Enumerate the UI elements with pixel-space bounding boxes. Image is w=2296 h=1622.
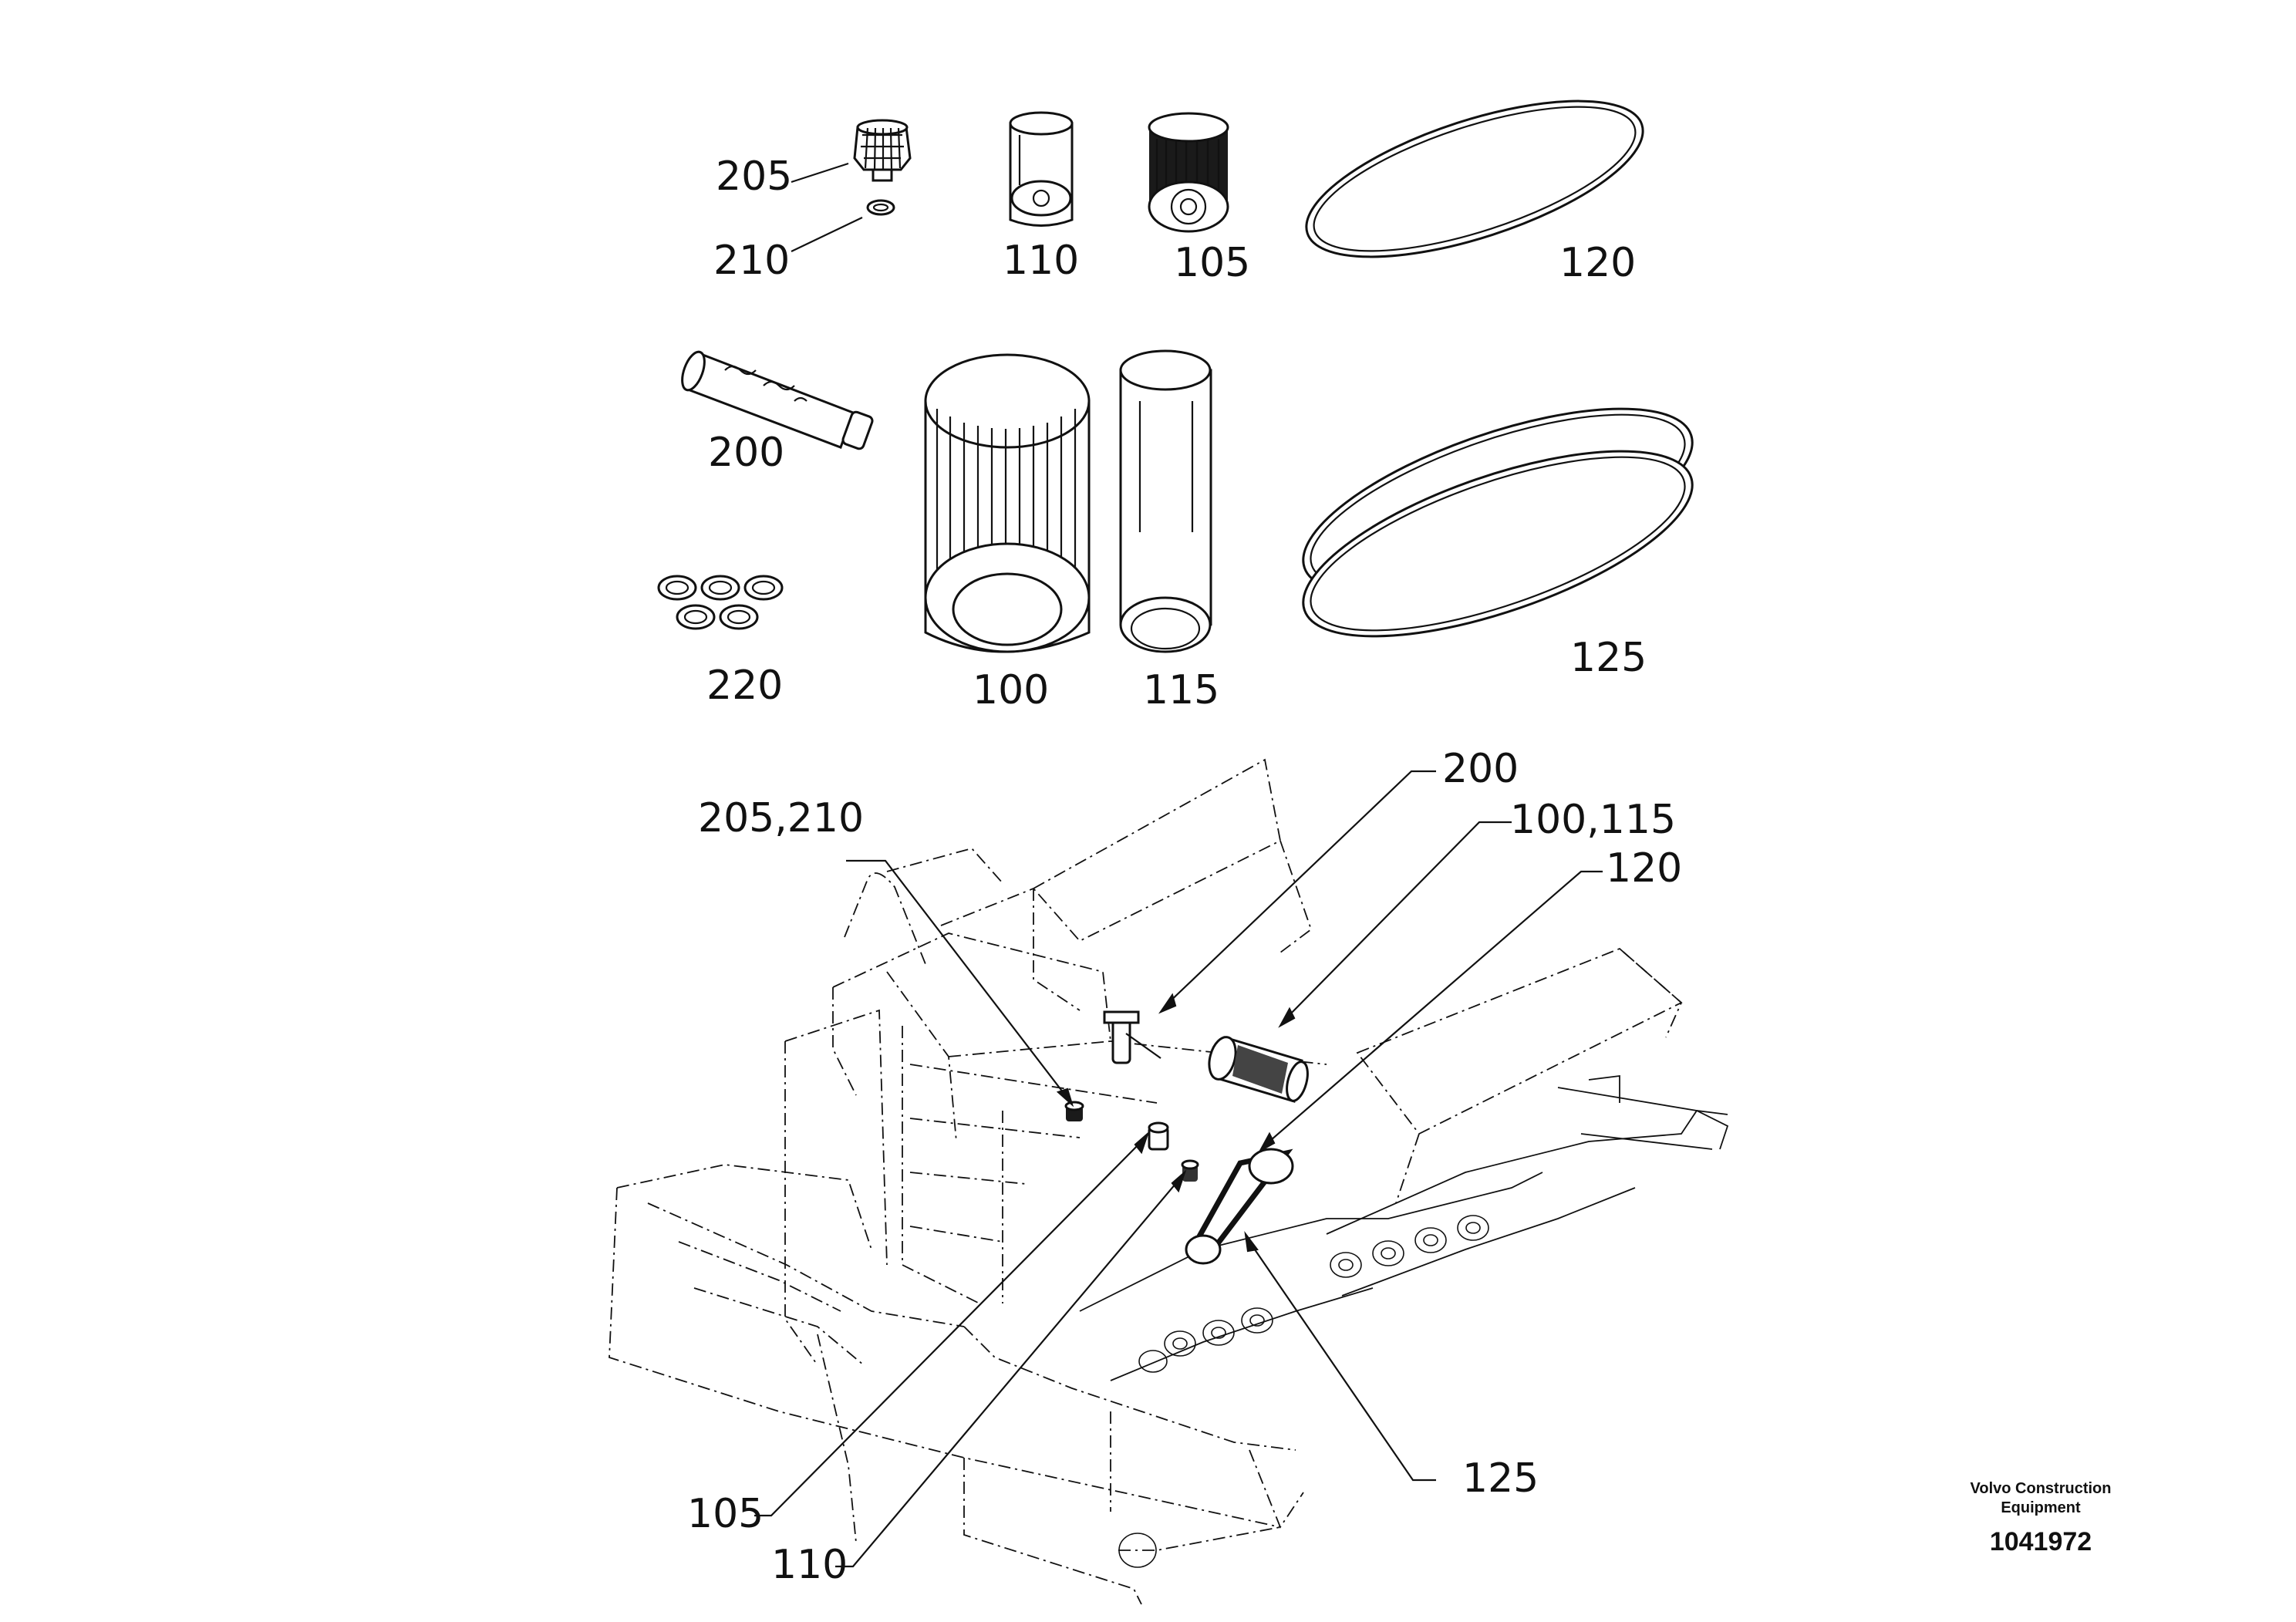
label-210: 210 [713, 238, 790, 284]
part-210-seal-ring [866, 199, 895, 216]
callout-100-115: 100,115 [1510, 797, 1676, 843]
installed-air-filter-100 [1208, 1036, 1309, 1103]
installed-filter-105 [1181, 1159, 1199, 1182]
label-110: 110 [1003, 238, 1079, 284]
machine-outline [609, 758, 1729, 1605]
label-200: 200 [708, 430, 784, 476]
callout-110: 110 [771, 1542, 848, 1588]
installed-cap-205 [1064, 1101, 1084, 1121]
part-110-oil-filter [1009, 111, 1074, 227]
part-200-filter-element [681, 350, 874, 450]
label-105: 105 [1174, 240, 1250, 286]
label-220: 220 [706, 663, 783, 709]
callout-200: 200 [1442, 746, 1519, 792]
callout-205-210: 205,210 [698, 795, 864, 841]
callout-105: 105 [687, 1491, 764, 1537]
label-100: 100 [973, 667, 1049, 713]
callout-125: 125 [1462, 1455, 1539, 1502]
callout-120: 120 [1606, 845, 1682, 892]
part-125-belt-set [1302, 407, 1694, 638]
part-105-fuel-filter [1148, 112, 1229, 233]
label-125: 125 [1570, 635, 1647, 681]
part-220-seal-kit [657, 575, 784, 630]
part-100-air-filter [924, 353, 1091, 653]
part-205-filter-cap [853, 119, 912, 182]
installed-belt-125 [1185, 1148, 1294, 1265]
part-120-v-belt [1305, 99, 1644, 258]
leader-lines [754, 770, 1603, 1568]
installed-filter-110 [1148, 1121, 1169, 1151]
label-120: 120 [1559, 240, 1636, 286]
installed-filter-200 [1103, 1010, 1161, 1064]
brand-line-2: Equipment [2001, 1499, 2081, 1516]
label-205: 205 [716, 153, 792, 200]
document-number: 1041972 [1990, 1527, 2092, 1556]
part-115-safety-filter [1119, 349, 1212, 653]
label-115: 115 [1143, 667, 1219, 713]
brand-line-1: Volvo Construction [1971, 1480, 2112, 1497]
